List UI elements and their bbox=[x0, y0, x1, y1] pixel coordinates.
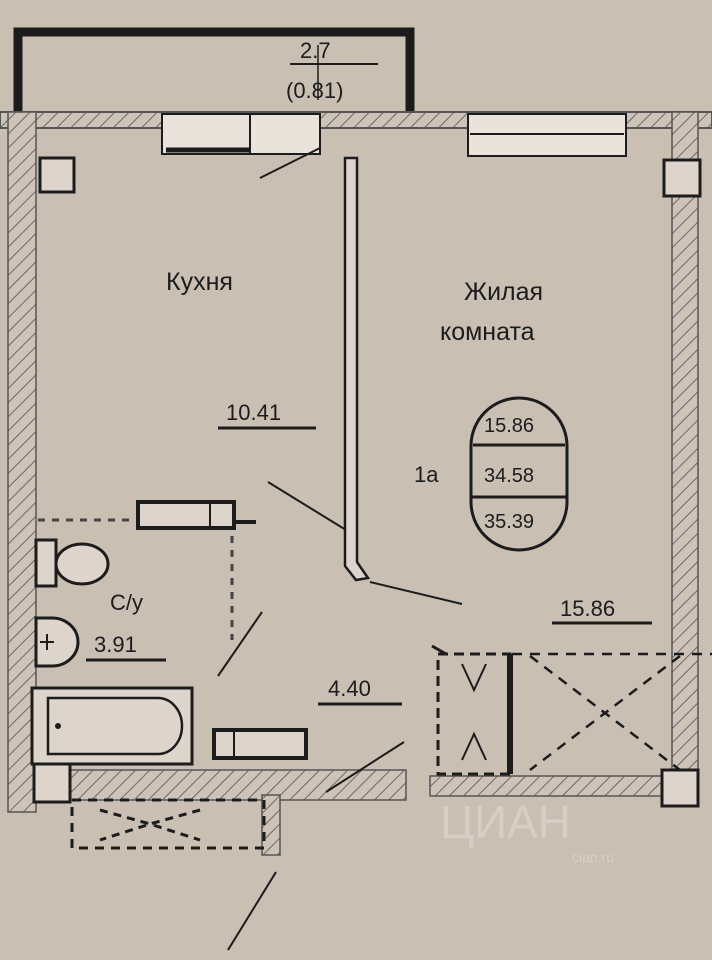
kitchen-name: Кухня bbox=[166, 268, 233, 296]
watermark-brand: ЦИАН bbox=[440, 796, 571, 848]
balcony-area: 2.7 bbox=[300, 38, 331, 63]
hall-area: 4.40 bbox=[328, 676, 371, 701]
hall-radiator bbox=[212, 728, 308, 760]
apartment-living-area: 15.86 bbox=[484, 415, 534, 437]
watermark-site: cian.ru bbox=[572, 849, 614, 865]
column-sw bbox=[32, 762, 72, 804]
living-window bbox=[467, 113, 627, 157]
bathtub-icon bbox=[30, 686, 194, 766]
wardrobe-icon bbox=[431, 644, 513, 776]
apartment-total-area: 34.58 bbox=[484, 465, 534, 487]
bathroom-partition bbox=[38, 518, 234, 640]
apartment-total-area-balcony: 35.39 bbox=[484, 511, 534, 533]
living-area: 15.86 bbox=[560, 596, 615, 621]
column-se bbox=[660, 768, 700, 808]
bathroom-area: 3.91 bbox=[94, 632, 137, 657]
kitchen-window bbox=[161, 113, 321, 179]
sink-icon bbox=[34, 616, 80, 668]
living-name-line2: комната bbox=[440, 318, 535, 346]
balcony-area-coef: (0.81) bbox=[286, 78, 343, 103]
bathroom-vent-box bbox=[70, 798, 266, 850]
entry-zone bbox=[512, 652, 712, 771]
outer-walls bbox=[0, 111, 712, 856]
partition-wall bbox=[343, 156, 371, 582]
toilet-icon bbox=[34, 538, 110, 588]
bathroom-name: С/у bbox=[110, 590, 143, 615]
balcony: 2.7 (0.81) bbox=[13, 27, 415, 112]
apartment-type: 1а bbox=[414, 462, 439, 487]
kitchen-area: 10.41 bbox=[226, 400, 281, 425]
kitchen-radiator bbox=[136, 500, 256, 530]
living-name-line1: Жилая bbox=[464, 278, 543, 306]
column-nw bbox=[38, 156, 76, 194]
apartment-area-badge: 15.86 34.58 35.39 bbox=[469, 396, 569, 552]
column-ne bbox=[662, 158, 702, 198]
door-swing-lines bbox=[217, 481, 463, 951]
